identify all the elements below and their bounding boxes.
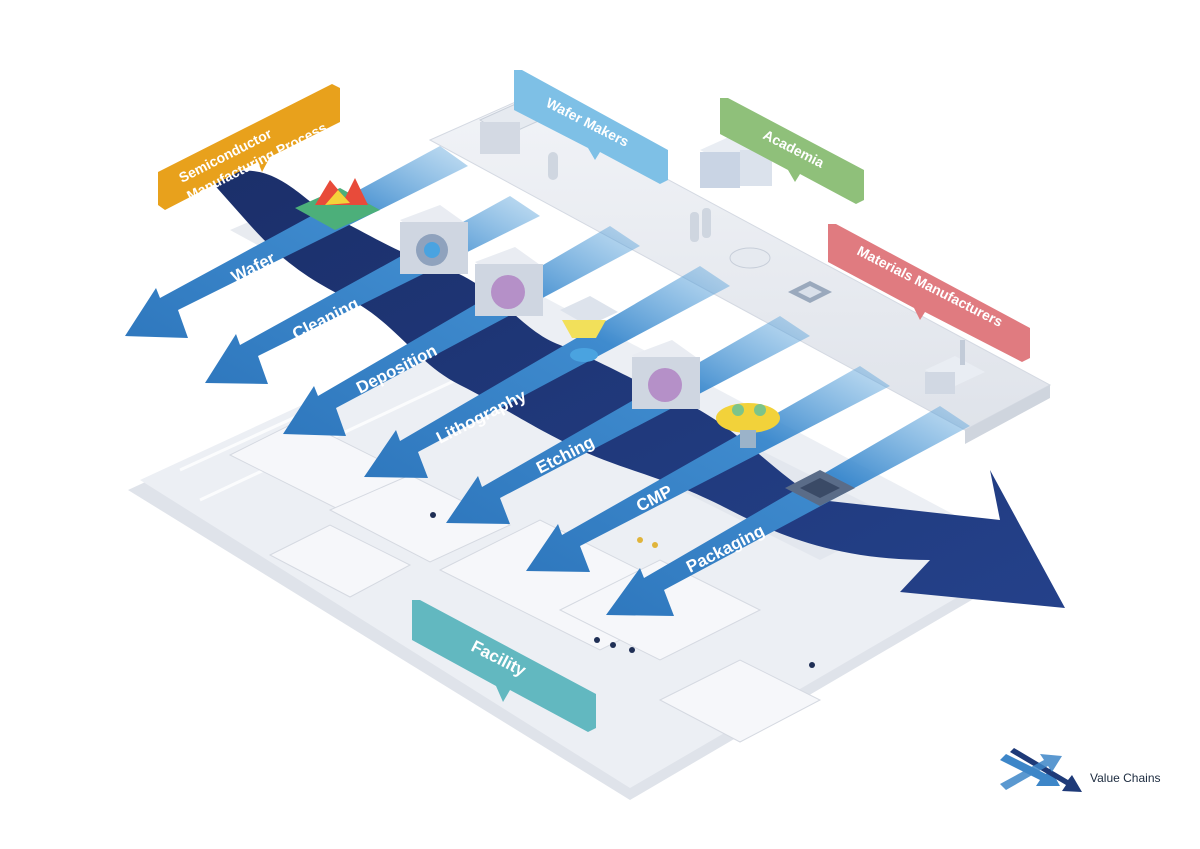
deposition-chamber-icon: [475, 247, 543, 316]
chip-package-icon: [785, 470, 855, 506]
worker-icon: [594, 637, 600, 643]
cmp-polisher-icon: [716, 403, 780, 448]
worker-icon: [637, 537, 643, 543]
worker-icon: [629, 647, 635, 653]
cleaning-chamber-icon: [400, 205, 468, 274]
worker-icon: [610, 642, 616, 648]
legend: Value Chains: [1000, 748, 1161, 792]
wafer-disc-icon: [729, 247, 771, 269]
worker-icon: [652, 542, 658, 548]
value-chain-legend-icon: [1000, 748, 1082, 792]
chip-frame-icon: [788, 281, 832, 303]
factory-icon: [925, 340, 985, 394]
lithography-scanner-icon: [560, 296, 618, 362]
process-equipment: [295, 178, 855, 506]
wafer-map-icon: [295, 178, 380, 230]
worker-icon: [809, 662, 815, 668]
legend-label: Value Chains: [1090, 771, 1161, 785]
gas-cylinder-icon: [548, 152, 711, 242]
workers: [430, 512, 815, 668]
etching-chamber-icon: [632, 340, 700, 409]
worker-icon: [430, 512, 436, 518]
